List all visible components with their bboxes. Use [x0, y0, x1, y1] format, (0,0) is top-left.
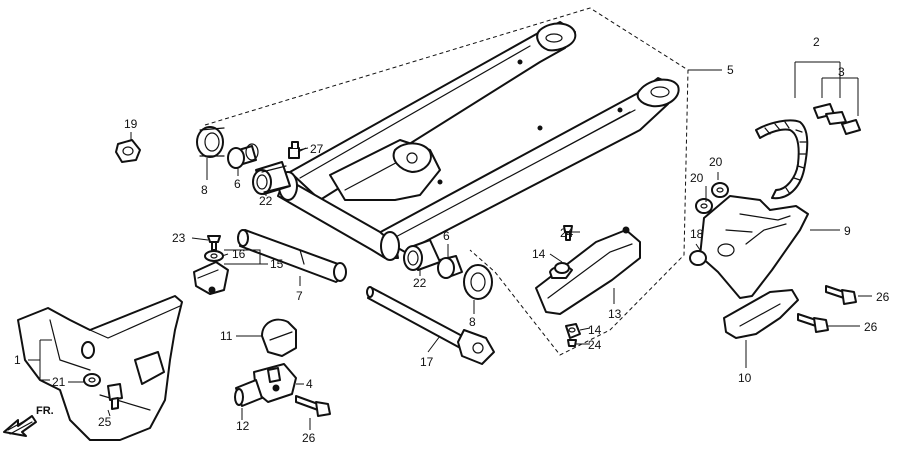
callout-10: 10 — [738, 371, 752, 385]
needle-bearing-left — [252, 161, 291, 195]
callout-18: 18 — [690, 227, 704, 241]
callout-20-left: 20 — [690, 171, 704, 185]
dust-seal-right — [463, 264, 493, 300]
slider-screw — [207, 235, 221, 251]
callout-26-bottom: 26 — [302, 431, 316, 445]
callout-19: 19 — [124, 117, 138, 131]
callout-5: 5 — [727, 63, 734, 77]
callout-25: 25 — [98, 415, 112, 429]
slider-collar-lower — [565, 323, 581, 339]
slider-screw-lower — [567, 339, 577, 347]
collar-right — [437, 255, 463, 279]
guard-bolt — [107, 383, 123, 410]
callout-9: 9 — [844, 224, 851, 238]
callout-20-right: 20 — [709, 155, 723, 169]
callout-17: 17 — [420, 355, 434, 369]
chain-slider-pad — [193, 261, 229, 295]
spacer-upper-left — [695, 198, 713, 214]
callout-4: 4 — [306, 377, 313, 391]
spacer-lower — [689, 250, 707, 266]
pivot-bolt — [366, 286, 495, 365]
callout-7: 7 — [296, 289, 303, 303]
master-link — [813, 103, 861, 135]
callout-22-left: 22 — [259, 194, 273, 208]
chain-slider — [535, 226, 641, 315]
callout-24-upper: 24 — [560, 226, 574, 240]
callout-22-right: 22 — [413, 276, 427, 290]
sprocket-guard-bolt-upper — [825, 285, 857, 305]
adjuster-plate — [261, 318, 297, 357]
adjuster-bolt — [295, 395, 331, 417]
callout-14-lower: 14 — [588, 323, 602, 337]
drive-chain — [755, 119, 809, 200]
swingarm — [277, 21, 680, 261]
assembly-boundary — [204, 7, 689, 356]
callout-27: 27 — [310, 142, 324, 156]
chain-guard — [17, 295, 183, 441]
spacer-upper-right — [711, 182, 729, 198]
dust-seal-left — [196, 126, 225, 158]
callout-12: 12 — [236, 419, 250, 433]
callout-21: 21 — [52, 375, 66, 389]
callout-2: 2 — [813, 35, 820, 49]
grease-fitting — [288, 141, 309, 159]
callout-15: 15 — [270, 257, 284, 271]
callout-6-left: 6 — [234, 177, 241, 191]
front-direction-arrow — [3, 415, 37, 437]
adjuster-pin — [234, 379, 263, 407]
sprocket-guard-bolt-lower — [797, 313, 829, 333]
callout-24-lower: 24 — [588, 338, 602, 352]
nut — [115, 139, 141, 163]
callout-23: 23 — [172, 231, 186, 245]
needle-bearing-right — [403, 239, 441, 271]
slider-collar-upper — [554, 262, 570, 274]
callout-13: 13 — [608, 307, 622, 321]
leader-lines — [28, 61, 872, 430]
guard-collar — [83, 373, 101, 387]
sprocket-cover-plate — [723, 289, 799, 339]
slider-washer — [204, 250, 224, 262]
callout-11: 11 — [220, 329, 233, 343]
callout-8-left: 8 — [201, 183, 208, 197]
sprocket-guard — [699, 195, 809, 299]
callout-14-upper: 14 — [532, 247, 546, 261]
callout-26-lower-right: 26 — [864, 320, 878, 334]
callout-labels: 19 8 6 22 27 23 16 15 7 22 6 8 17 1 21 2… — [14, 35, 890, 445]
pivot-pipe — [237, 229, 347, 283]
callout-3: 3 — [838, 65, 845, 79]
callout-26-upper-right: 26 — [876, 290, 890, 304]
chain-adjuster — [253, 363, 297, 403]
callout-8-right: 8 — [469, 315, 476, 329]
collar-left — [227, 143, 259, 169]
callout-6-right: 6 — [443, 229, 450, 243]
callout-16: 16 — [232, 247, 246, 261]
front-direction-label: FR. — [36, 405, 54, 417]
callout-1: 1 — [14, 353, 21, 367]
